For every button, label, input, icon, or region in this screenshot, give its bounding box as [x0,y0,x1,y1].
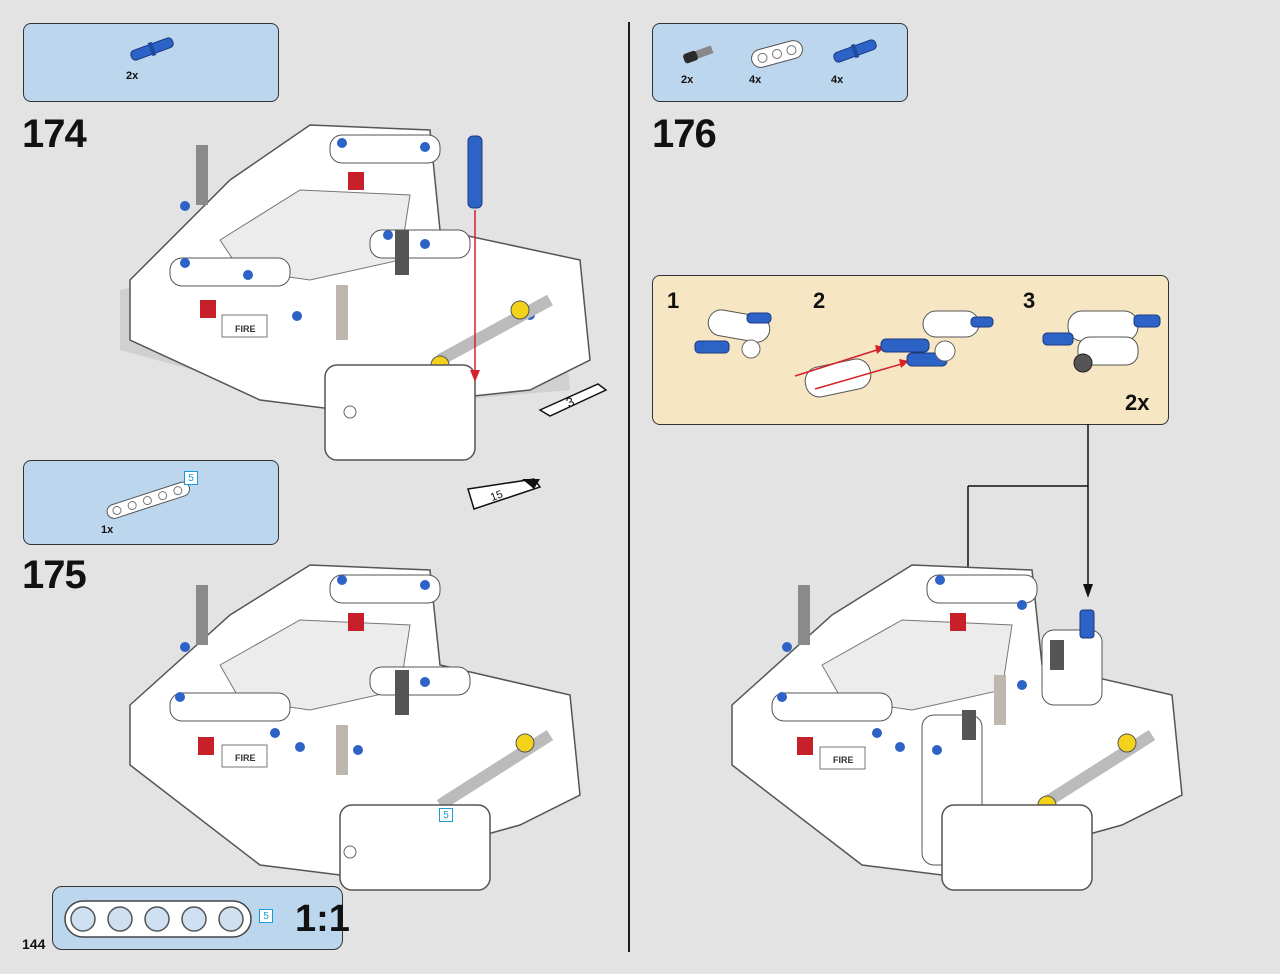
rotation-callout-3: 3 [538,383,608,417]
parts-qty: 4x [831,74,844,86]
substep-label: 3 [1023,288,1036,313]
page-number: 144 [22,936,46,952]
parts-qty: 2x [126,70,139,82]
svg-text:FIRE: FIRE [235,753,256,763]
white-beam-5-icon [106,481,191,519]
substep-label: 2 [813,288,826,313]
scale-ratio: 1:1 [295,898,350,940]
substep-3-illustration [1042,310,1161,373]
step-number: 175 [22,553,87,597]
page-divider [628,22,630,952]
blue-axle-pin-icon [833,39,877,63]
step-174-insert-arrow [467,135,483,382]
parts-box-174: 2x [23,23,279,102]
parts-qty: 1x [101,524,114,536]
parts-qty: 4x [749,74,762,86]
beam-scale-icon [64,900,252,938]
step-174-model: FIRE [120,124,591,461]
substep-1-illustration [694,309,772,359]
subassembly-box: 1 2 3 2x [652,275,1169,425]
rotation-callout-15: 15 [467,478,542,510]
blue-axle-pin-icon [130,37,174,61]
parts-box-175: 5 1x [23,460,279,545]
black-bush-pin-icon [683,45,714,64]
scale-length-badge: 5 [259,909,273,923]
parts-box-176: 2x 4x 4x [652,23,908,102]
substep-label: 1 [667,288,680,313]
svg-text:15: 15 [489,488,505,503]
step-number: 174 [22,112,87,156]
parts-qty: 2x [681,74,694,86]
white-beam-3-icon [751,40,803,68]
step-175-model: FIRE [129,564,581,891]
scale-guide: 5 [52,886,343,950]
substep-2-illustration [794,310,994,398]
step-176-model: FIRE [731,564,1183,891]
svg-text:FIRE: FIRE [833,755,854,765]
substep-multiplier: 2x [1125,390,1150,415]
beam-length-badge: 5 [184,471,198,485]
step-number: 176 [652,112,717,156]
beam-length-badge: 5 [439,808,453,822]
svg-text:FIRE: FIRE [235,324,256,334]
